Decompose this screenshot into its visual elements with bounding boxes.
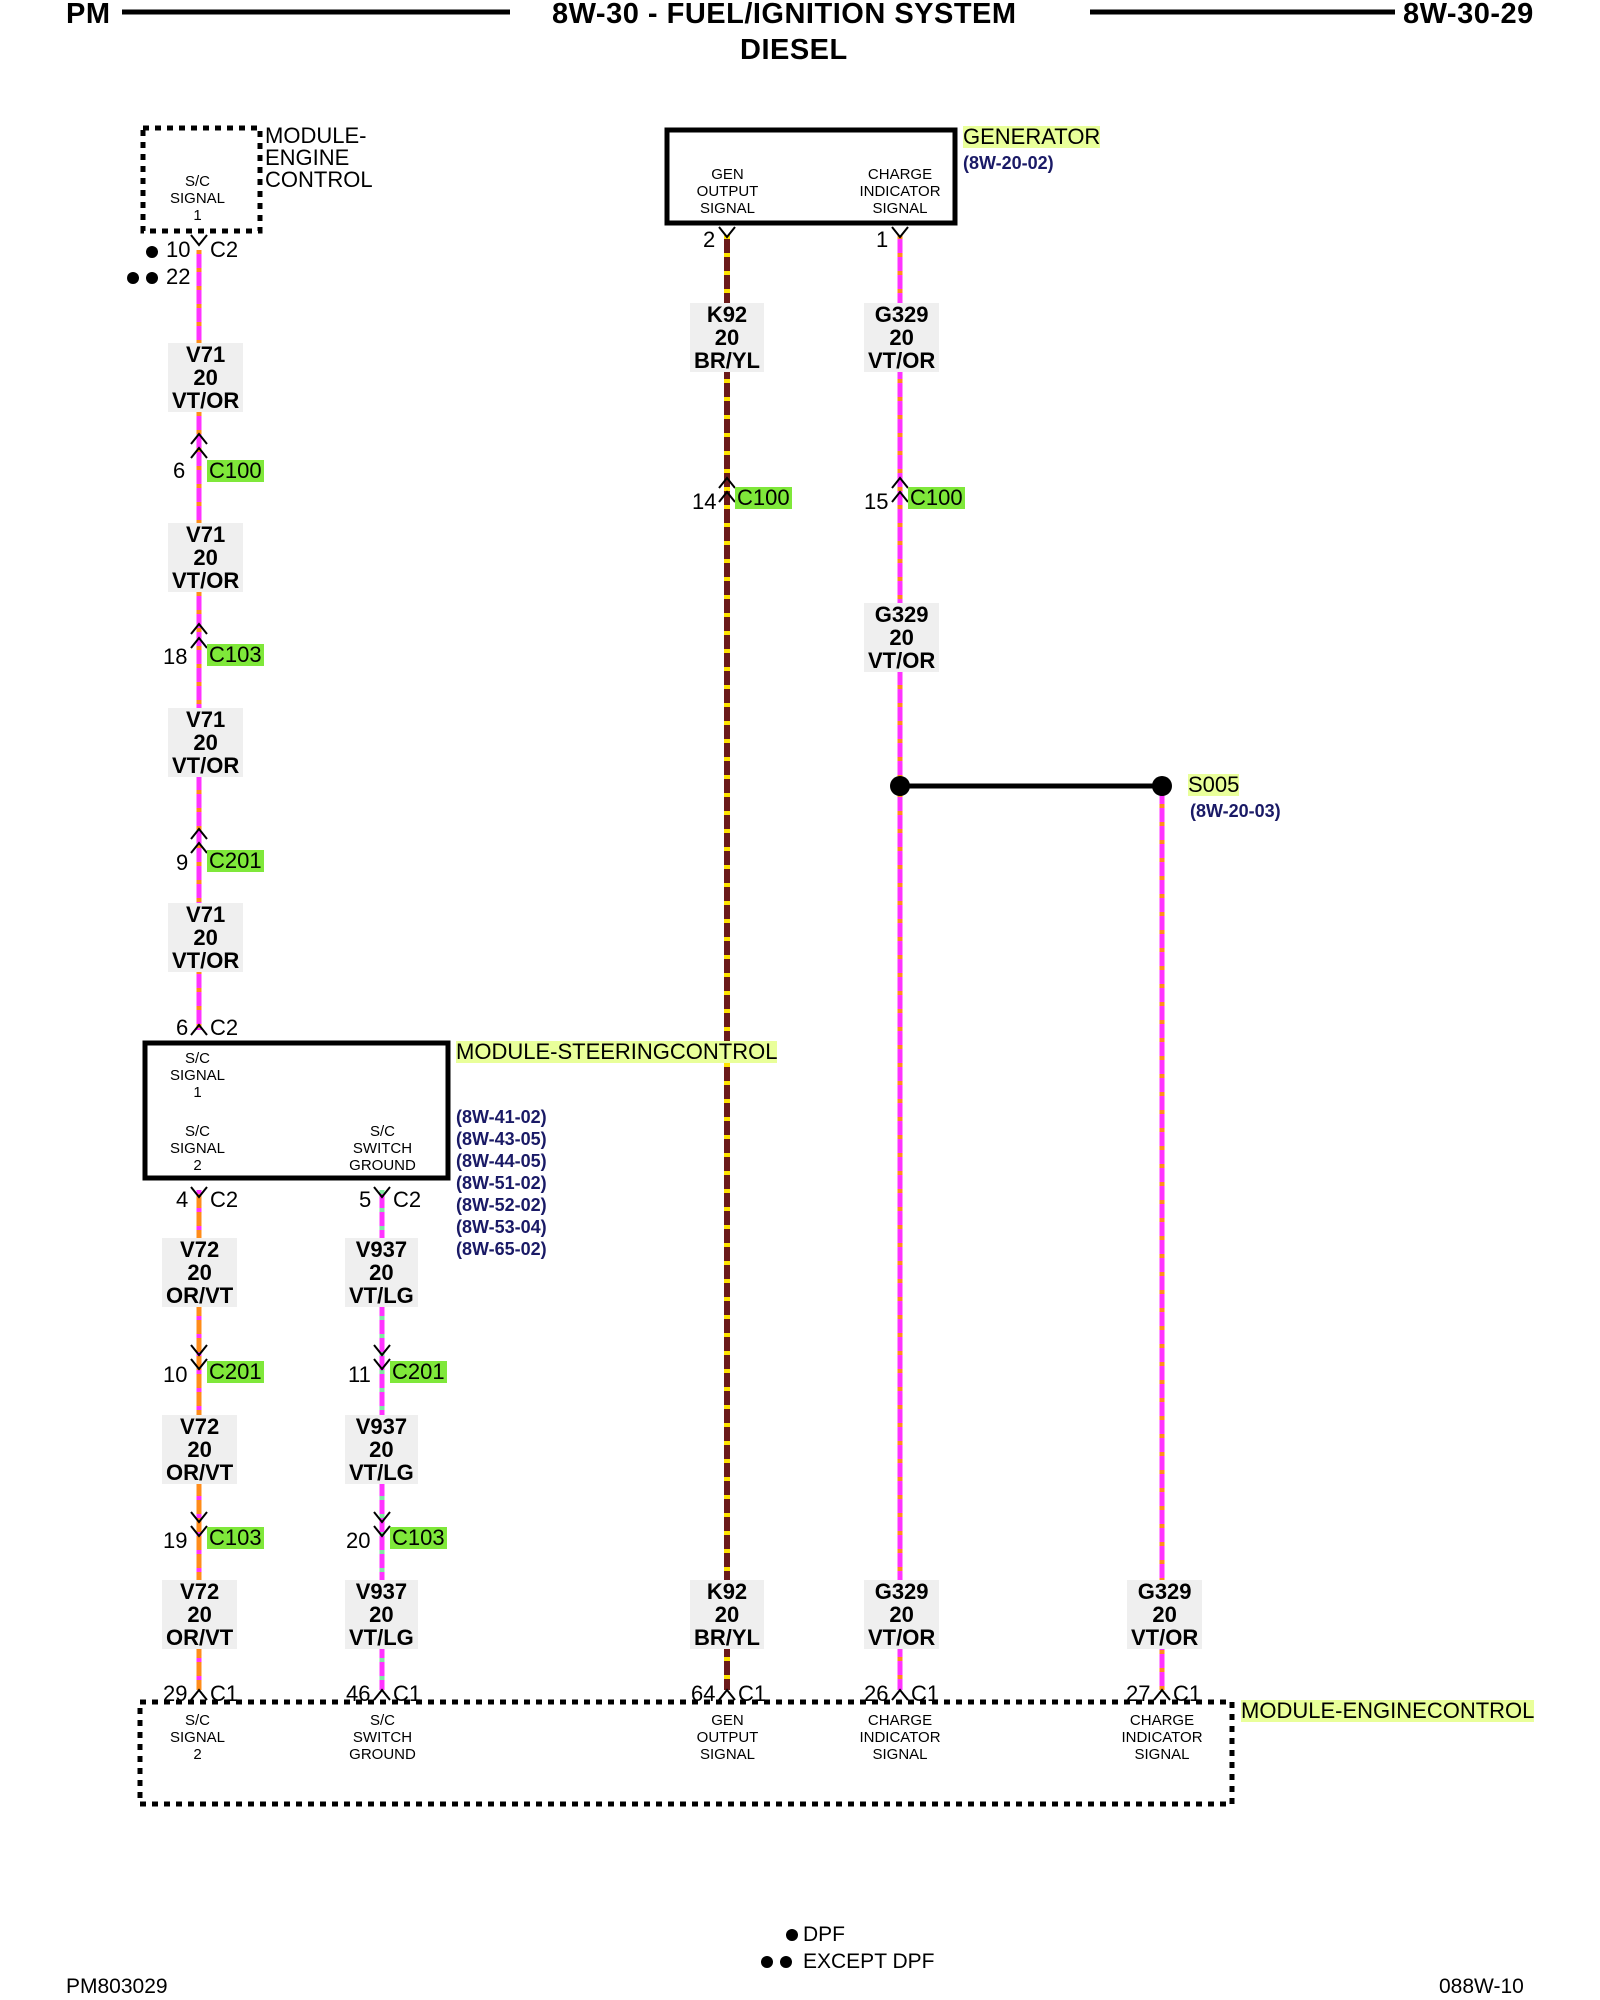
steering-module-name: MODULE-STEERINGCONTROL bbox=[456, 1039, 778, 1064]
pin-c201-b: 10 bbox=[163, 1362, 188, 1387]
option-dots bbox=[127, 246, 798, 1968]
pin-scm-out2: 5 bbox=[359, 1187, 372, 1212]
pin-ecm-b4-conn: C1 bbox=[911, 1681, 940, 1706]
pin-gen-2: 2 bbox=[703, 227, 716, 252]
pin-scm-in: 6 bbox=[176, 1015, 189, 1040]
legend-dpf: DPF bbox=[803, 1923, 845, 1946]
pin-scm-out1: 4 bbox=[176, 1187, 189, 1212]
pin-scm-out2-conn: C2 bbox=[393, 1187, 422, 1212]
connector-c103-a: C103 bbox=[207, 642, 264, 667]
connector-c103-c: C103 bbox=[390, 1525, 447, 1550]
footer-right: 088W-10 bbox=[1439, 1975, 1524, 1998]
pin-ecm-top-b: 22 bbox=[166, 264, 191, 289]
pin-ecm-top-a: 10 bbox=[166, 237, 191, 262]
splice-dot-left bbox=[890, 776, 910, 796]
pin-ecm-b2: 46 bbox=[346, 1681, 371, 1706]
connector-c103-b: C103 bbox=[207, 1525, 264, 1550]
pin-c201-c: 11 bbox=[348, 1362, 371, 1387]
ecm-bottom-box bbox=[137, 1699, 1235, 1807]
generator-name: GENERATOR bbox=[963, 124, 1101, 149]
pin-c100-a: 6 bbox=[173, 458, 186, 483]
pin-ecm-b2-conn: C1 bbox=[393, 1681, 422, 1706]
pin-c100-b: 14 bbox=[692, 489, 717, 514]
pin-c103-a: 18 bbox=[163, 644, 188, 669]
ecm-top-box bbox=[140, 125, 263, 234]
pin-ecm-b1-conn: C1 bbox=[210, 1681, 239, 1706]
connector-c201-b: C201 bbox=[207, 1359, 264, 1384]
splice-dot-right bbox=[1152, 776, 1172, 796]
pin-ecm-top-conn: C2 bbox=[210, 237, 239, 262]
pin-c103-c: 20 bbox=[346, 1528, 371, 1553]
header-left: PM bbox=[66, 0, 111, 30]
legend-except-dpf: EXCEPT DPF bbox=[803, 1950, 935, 1973]
generator-box bbox=[664, 127, 958, 226]
header-title: 8W-30 - FUEL/IGNITION SYSTEM bbox=[552, 0, 1017, 30]
pin-ecm-b3: 64 bbox=[691, 1681, 716, 1706]
pin-c103-b: 19 bbox=[163, 1528, 188, 1553]
pin-ecm-b5: 27 bbox=[1126, 1681, 1151, 1706]
header-subtitle: DIESEL bbox=[740, 34, 848, 66]
steering-module-refs: (8W-41-02)(8W-43-05)(8W-44-05)(8W-51-02)… bbox=[456, 1107, 547, 1259]
pin-gen-1: 1 bbox=[876, 227, 889, 252]
generator-ref: (8W-20-02) bbox=[963, 153, 1054, 173]
connector-c100-a: C100 bbox=[207, 458, 264, 483]
pin-arrows bbox=[190, 226, 1171, 1701]
splice-name: S005 bbox=[1188, 772, 1240, 797]
connector-c201-a: C201 bbox=[207, 848, 264, 873]
header-right: 8W-30-29 bbox=[1403, 0, 1534, 30]
pin-c201-a: 9 bbox=[176, 850, 189, 875]
pin-ecm-b4: 26 bbox=[864, 1681, 889, 1706]
pin-scm-in-conn: C2 bbox=[210, 1015, 239, 1040]
connector-c100-c: C100 bbox=[908, 485, 965, 510]
pin-scm-out1-conn: C2 bbox=[210, 1187, 239, 1212]
pin-ecm-b3-conn: C1 bbox=[738, 1681, 767, 1706]
ecm-bottom-name: MODULE-ENGINECONTROL bbox=[1241, 1698, 1535, 1723]
steering-module-box bbox=[142, 1040, 451, 1181]
splice-ref: (8W-20-03) bbox=[1190, 801, 1281, 821]
pin-c100-c: 15 bbox=[864, 489, 889, 514]
connector-c100-b: C100 bbox=[735, 485, 792, 510]
footer-left: PM803029 bbox=[66, 1975, 168, 1998]
pin-ecm-b1: 29 bbox=[163, 1681, 188, 1706]
connector-c201-c: C201 bbox=[390, 1359, 447, 1384]
pin-ecm-b5-conn: C1 bbox=[1173, 1681, 1202, 1706]
